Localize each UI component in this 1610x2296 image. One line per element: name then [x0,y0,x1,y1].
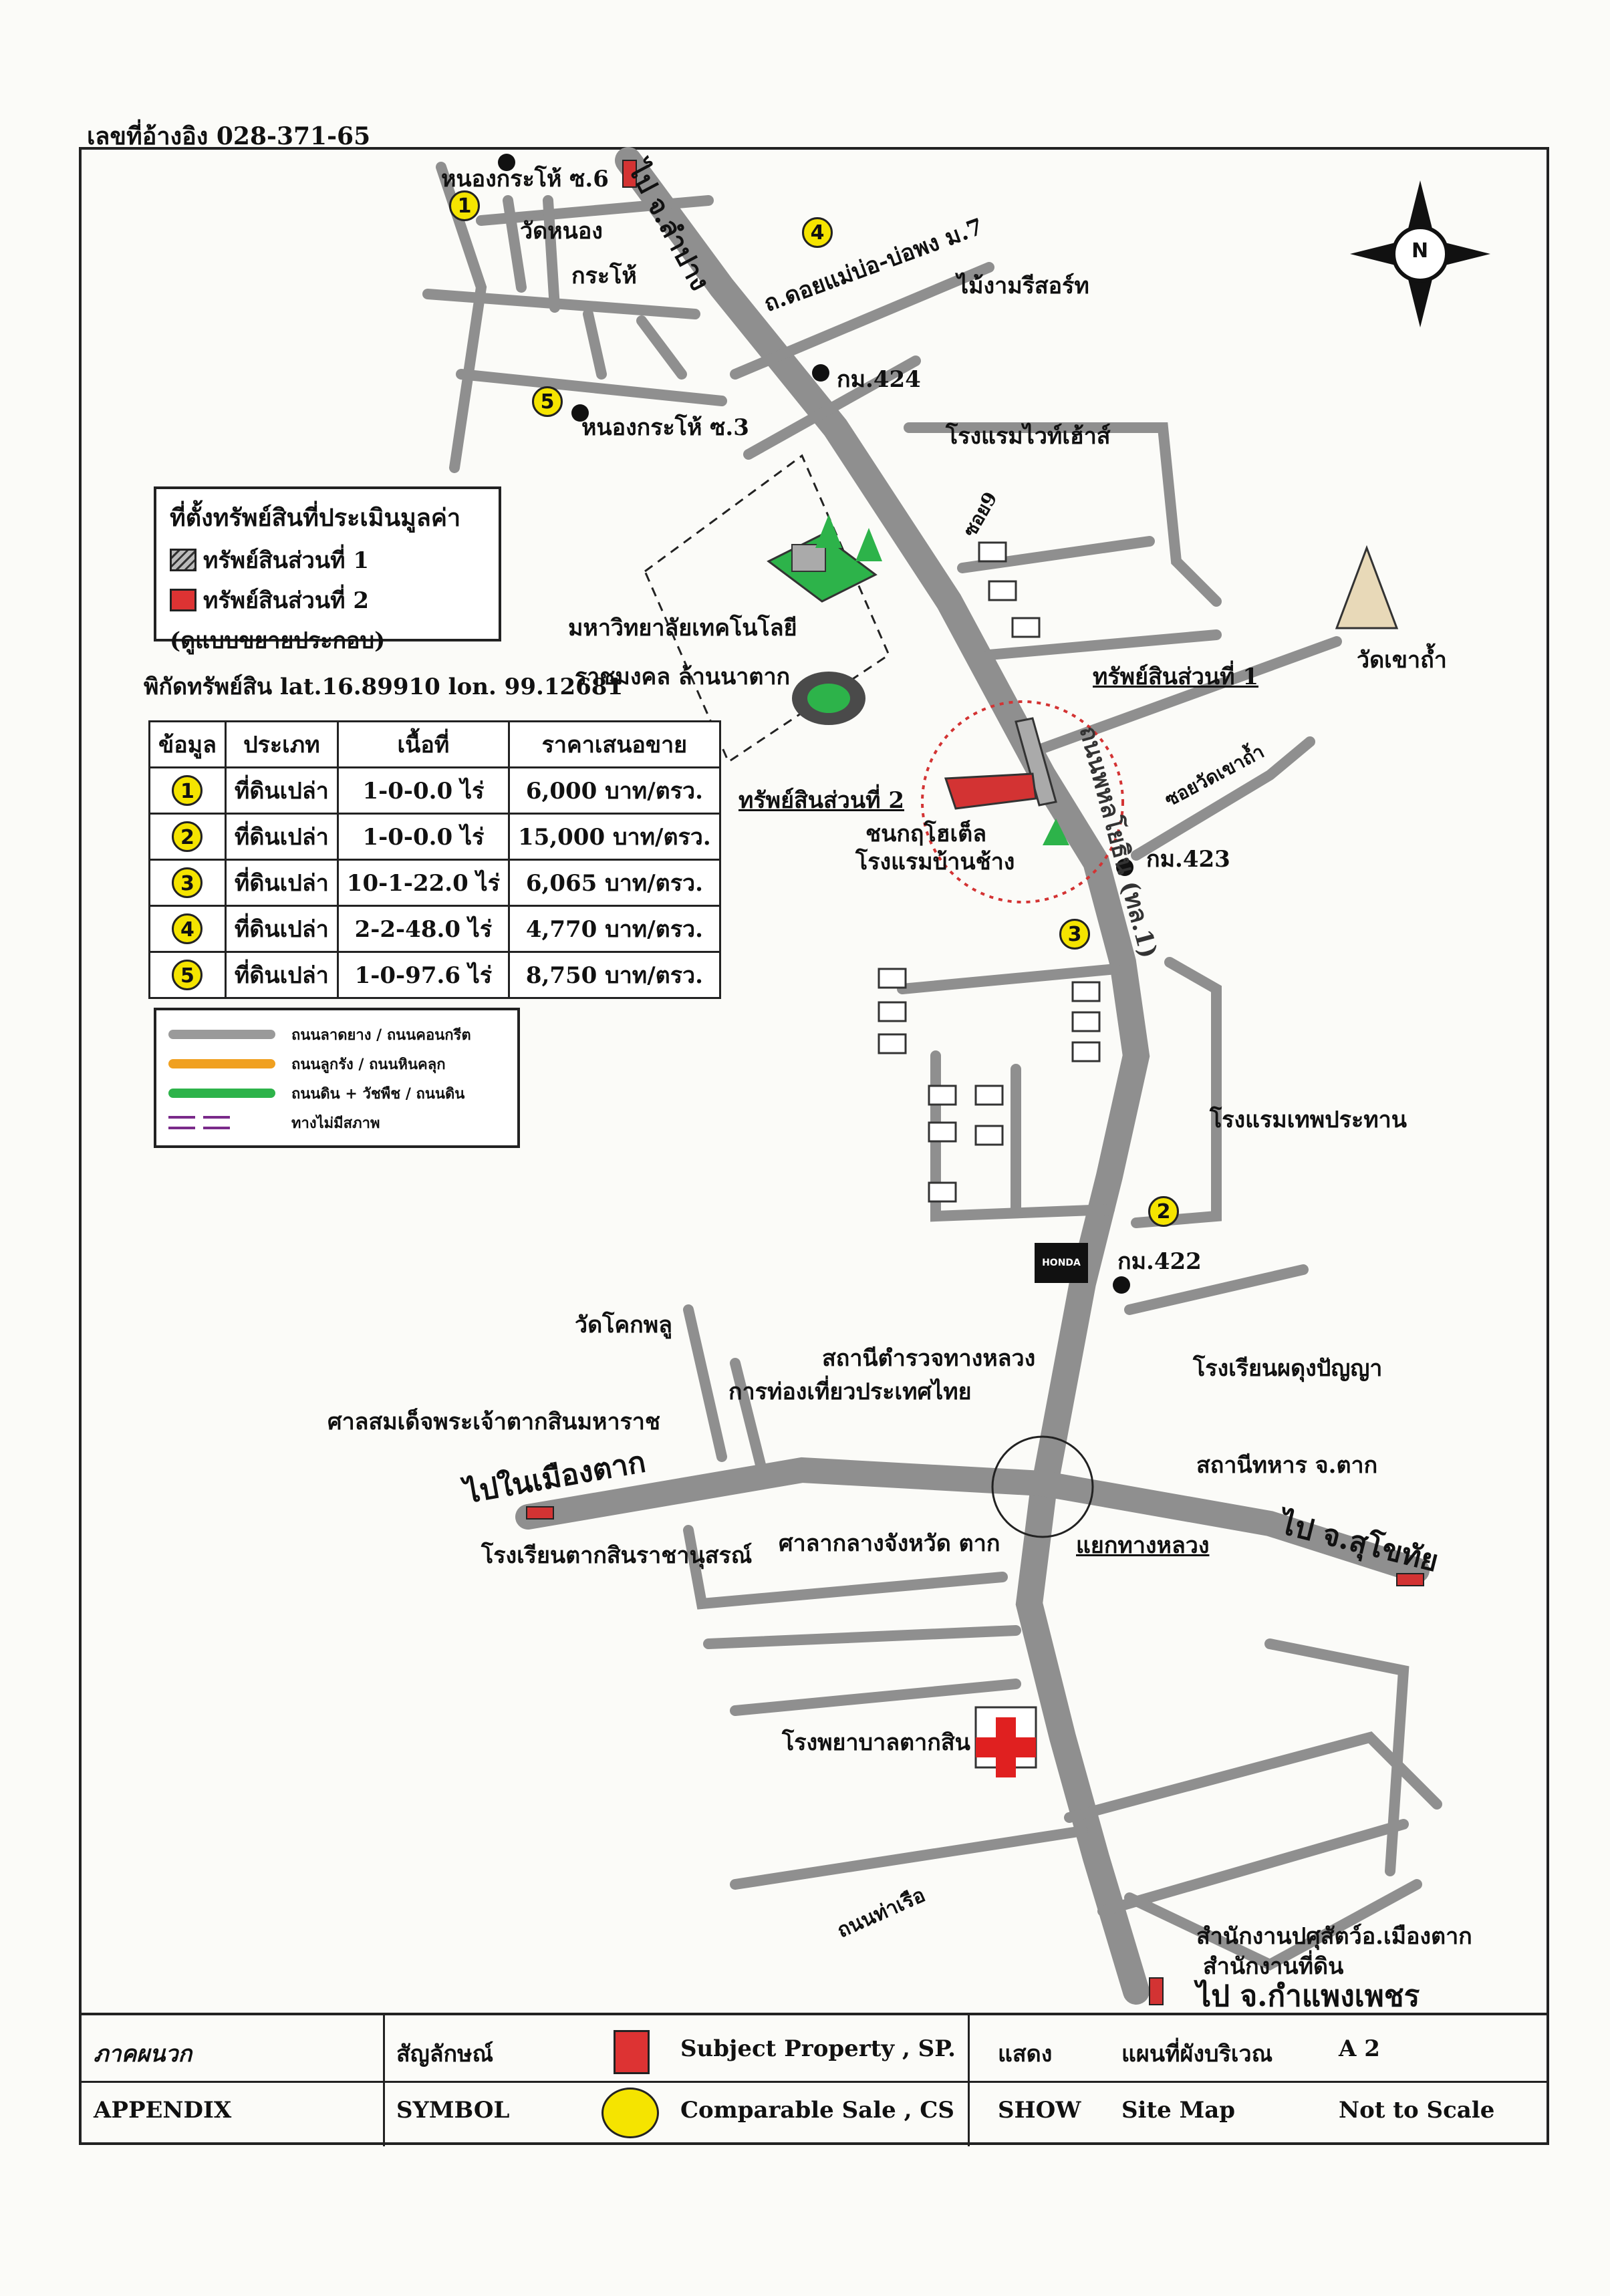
label-school-taksin: โรงเรียนตากสินราชานุสรณ์ [481,1542,753,1569]
label-nongkrapo6: หนองกระโห้ ซ.6 [441,166,609,192]
km-dot [1116,859,1133,876]
label-mai-ngam: ไม้งามรีสอร์ท [957,273,1089,299]
km-dot [498,154,515,171]
subject-symbol-swatch [614,2030,650,2074]
road-key-row: ถนนดิน + วัชพืช / ถนนดิน [168,1079,505,1108]
label-chanakul: ชนกฤโฮเต็ล [865,821,987,847]
road-to-city-sukhothai [515,1457,1430,1583]
label-subject-2: ทรัพย์สินส่วนที่ 2 [739,787,904,814]
map-en: Site Map [1121,2097,1236,2124]
km-dot [1113,1276,1130,1294]
label-km423: กม.423 [1146,846,1230,873]
label-intersection: แยกทางหลวง [1076,1532,1210,1559]
label-to-kamphaeng: ไป จ.กำแพงเพชร [1196,1979,1420,2013]
footer-table: ภาคผนวก APPENDIX สัญลักษณ์ SYMBOL Subjec… [79,2013,1549,2146]
comparable-label: Comparable Sale , CS [680,2097,954,2124]
col-header: ข้อมูล [148,720,227,768]
map-th: แผนที่ผังบริเวณ [1121,2041,1273,2067]
label-subject-1: ทรัพย์สินส่วนที่ 1 [1093,664,1258,690]
label-km424: กม.424 [837,366,921,393]
label-ban-chang: โรงแรมบ้านช้าง [855,849,1015,875]
scale-note: Not to Scale [1339,2097,1495,2124]
label-wat-khok: วัดโคกพลู [575,1312,673,1338]
university-boundary [644,454,890,764]
red-swatch [170,589,196,611]
symbol-en: SYMBOL [396,2097,510,2124]
comparable-marker-2[interactable]: 2 [1148,1196,1179,1227]
label-krapo: กระโห้ [571,263,637,289]
intersection-circle [991,1435,1094,1538]
coordinates: พิกัดทรัพย์สิน lat.16.89910 lon. 99.1268… [144,674,624,700]
north-letter: N [1412,239,1429,263]
label-university: มหาวิทยาลัยเทคโนโลยี [568,615,797,641]
north-arrow-icon [1350,180,1490,327]
label-shrine: ศาลสมเด็จพระเจ้าตากสินมหาราช [327,1409,660,1435]
label-highway-police: สถานีตำรวจทางหลวง [822,1345,1036,1372]
subject-area-circle [921,700,1124,903]
subject-parcel-2 [944,772,1037,810]
show-th: แสดง [998,2041,1053,2067]
label-land-office: สำนักงานที่ดิน [1203,1953,1344,1980]
appendix-en: APPENDIX [94,2097,232,2124]
legend-title: ที่ตั้งทรัพย์สินที่ประเมินมูลค่า [170,504,461,532]
label-wat-nong: วัดหนอง [520,218,603,245]
property-legend: ที่ตั้งทรัพย์สินที่ประเมินมูลค่า ทรัพย์ส… [154,486,501,654]
show-en: SHOW [998,2097,1081,2124]
label-military: สถานีทหาร จ.ตาก [1196,1452,1378,1479]
honda-icon: HONDA [1035,1243,1088,1283]
hatch-swatch [170,549,196,571]
km-dot [571,404,589,422]
reference-number: เลขที่อ้างอิง 028-371-65 [87,122,371,150]
col-header: เนื้อที่ [336,720,511,768]
label-tat: การท่องเที่ยวประเทศไทย [728,1379,972,1405]
col-header: ราคาเสนอขาย [508,720,721,768]
label-phadung: โรงเรียนผดุงปัญญา [1193,1355,1383,1382]
map-frame [79,147,1549,2145]
road-type-key: ถนนลาดยาง / ถนนคอนกรีต ถนนลูกรัง / ถนนหิ… [154,1008,520,1148]
road-key-row: ถนนลาดยาง / ถนนคอนกรีต [168,1020,505,1049]
temple-icon [1335,545,1399,629]
label-white-house: โรงแรมไวท์เฮ้าส์ [946,423,1111,450]
highway-phahon [615,147,1150,2005]
comparable-symbol-swatch [601,2088,659,2138]
label-km422: กม.422 [1117,1248,1202,1275]
label-wat-khao-dam: วัดเขาถ้ำ [1357,647,1447,674]
legend-part2: ทรัพย์สินส่วนที่ 2 [170,582,485,618]
label-university-2: ราชมงคล ล้านนาตาก [575,664,791,690]
label-thep-prathan: โรงแรมเทพประทาน [1210,1107,1407,1133]
subject-label: Subject Property , SP. [680,2035,956,2062]
km-dot [812,364,829,382]
comparable-marker-5[interactable]: 5 [532,386,563,417]
label-city-hall: ศาลากลางจังหวัด ตาก [779,1530,1000,1557]
symbol-th: สัญลักษณ์ [396,2041,494,2067]
table-header-row: ข้อมูล ประเภท เนื้อที่ ราคาเสนอขาย [148,720,721,768]
label-nongkrapo3: หนองกระโห้ ซ.3 [581,414,749,441]
label-hospital: โรงพยาบาลตากสิน [782,1729,970,1756]
label-livestock: สำนักงานปศุสัตว์อ.เมืองตาก [1196,1923,1472,1950]
appendix-th: ภาคผนวก [94,2041,192,2067]
road-key-row: ถนนลูกรัง / ถนนหินคลุก [168,1049,505,1079]
legend-part2-note: (ดูแบบขยายประกอบ) [170,627,386,654]
comparable-marker-3[interactable]: 3 [1059,919,1090,950]
road-key-row: ทางไม่มีสภาพ [168,1108,505,1137]
legend-part1: ทรัพย์สินส่วนที่ 1 [170,542,485,578]
comparable-marker-1[interactable]: 1 [449,190,480,221]
col-header: ประเภท [224,720,339,768]
page-number: A 2 [1339,2035,1380,2062]
comparable-marker-4[interactable]: 4 [802,217,833,248]
